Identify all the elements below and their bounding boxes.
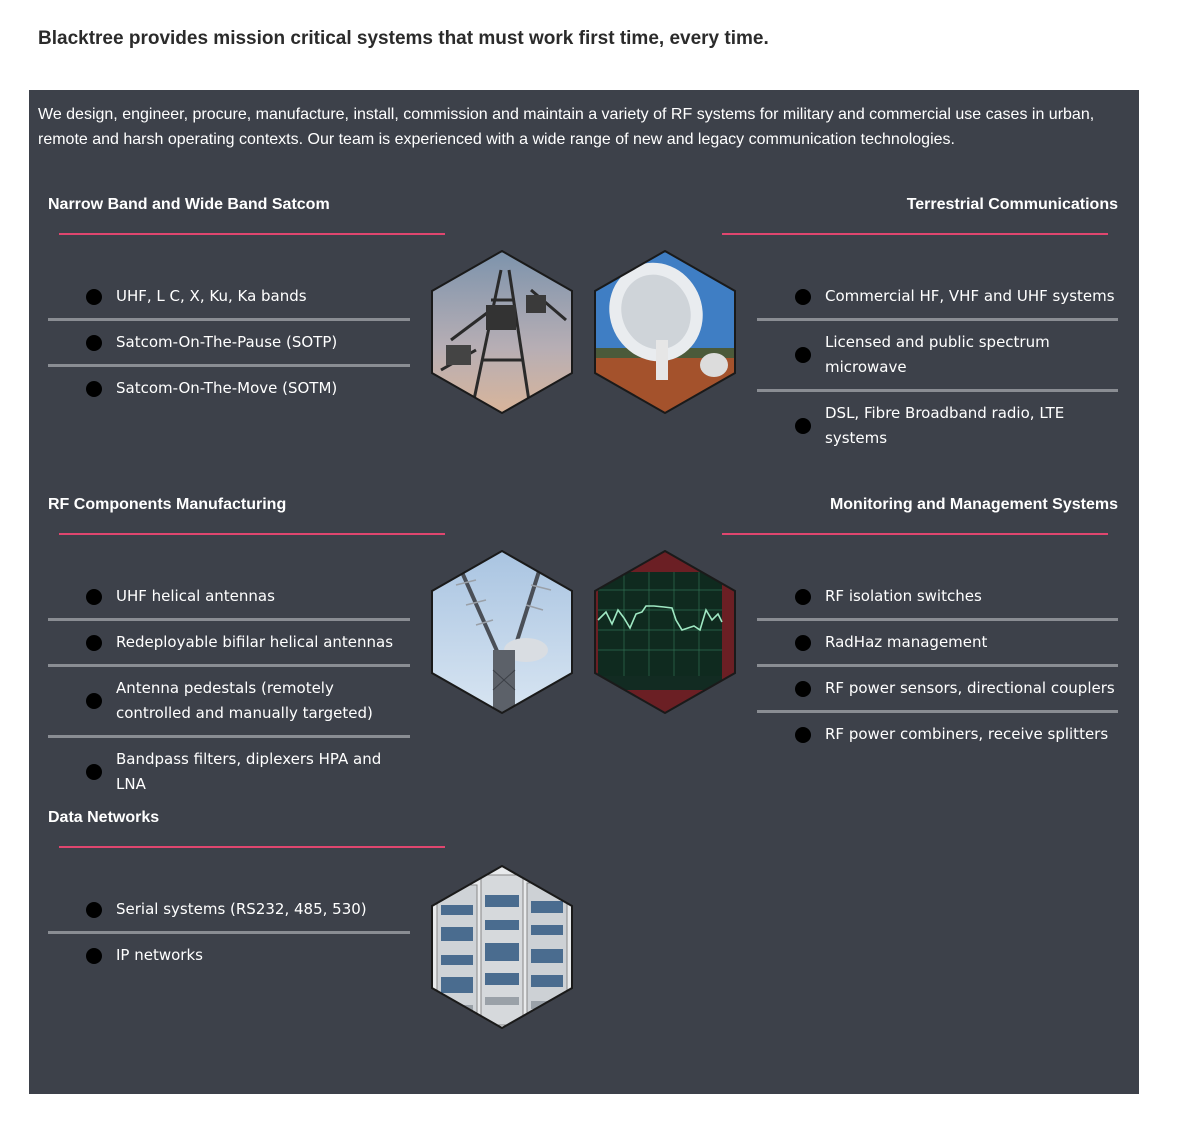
list-item: RF isolation switches [757,575,1118,621]
list-satcom: UHF, L C, X, Ku, Ka bands Satcom-On-The-… [48,275,410,410]
list-item: RadHaz management [757,621,1118,667]
bullet-icon [795,347,811,363]
bullet-icon [795,418,811,434]
list-item: DSL, Fibre Broadband radio, LTE systems [757,392,1118,460]
intro-text: We design, engineer, procure, manufactur… [38,106,1095,148]
section-title-monitoring: Monitoring and Management Systems [829,496,1118,513]
bullet-icon [795,288,811,305]
bullet-icon [86,693,102,709]
list-item: Licensed and public spectrum microwave [757,321,1118,392]
section-title-rf: RF Components Manufacturing [48,496,287,513]
list-item: Satcom-On-The-Move (SOTM) [48,367,410,410]
antenna-tower-image [431,250,573,414]
bullet-icon [86,947,102,964]
list-monitoring: RF isolation switches RadHaz management … [757,575,1118,756]
list-item: Serial systems (RS232, 485, 530) [48,888,410,934]
list-terrestrial: Commercial HF, VHF and UHF systems Licen… [757,275,1118,460]
list-item: RF power combiners, receive splitters [757,713,1118,756]
equipment-rack-image [431,865,573,1029]
bullet-icon [86,764,102,780]
spectrum-analyzer-image [594,550,736,714]
helical-antenna-image [431,550,573,714]
services-panel: We design, engineer, procure, manufactur… [29,90,1139,1094]
page-heading: Blacktree provides mission critical syst… [38,28,769,49]
list-item: Satcom-On-The-Pause (SOTP) [48,321,410,367]
list-item: Redeployable bifilar helical antennas [48,621,410,667]
section-title-terrestrial: Terrestrial Communications [906,196,1118,213]
section-rule-data [59,846,445,848]
bullet-icon [86,288,102,305]
bullet-icon [86,634,102,651]
bullet-icon [86,380,102,397]
satellite-dish-image [594,250,736,414]
bullet-icon [795,634,811,651]
section-rule-rf [59,533,445,535]
bullet-icon [795,588,811,605]
bullet-icon [795,680,811,697]
section-title-data: Data Networks [48,809,160,826]
list-item: IP networks [48,934,410,977]
bullet-icon [795,726,811,743]
list-data: Serial systems (RS232, 485, 530) IP netw… [48,888,410,977]
list-item: Commercial HF, VHF and UHF systems [757,275,1118,321]
list-item: UHF helical antennas [48,575,410,621]
section-rule-satcom [59,233,445,235]
bullet-icon [86,334,102,351]
list-item: RF power sensors, directional couplers [757,667,1118,713]
list-item: UHF, L C, X, Ku, Ka bands [48,275,410,321]
section-title-satcom: Narrow Band and Wide Band Satcom [48,196,330,213]
section-rule-terrestrial [722,233,1108,235]
bullet-icon [86,588,102,605]
list-item: Bandpass filters, diplexers HPA and LNA [48,738,410,806]
list-rf: UHF helical antennas Redeployable bifila… [48,575,410,806]
list-item: Antenna pedestals (remotely controlled a… [48,667,410,738]
section-rule-monitoring [722,533,1108,535]
bullet-icon [86,901,102,918]
